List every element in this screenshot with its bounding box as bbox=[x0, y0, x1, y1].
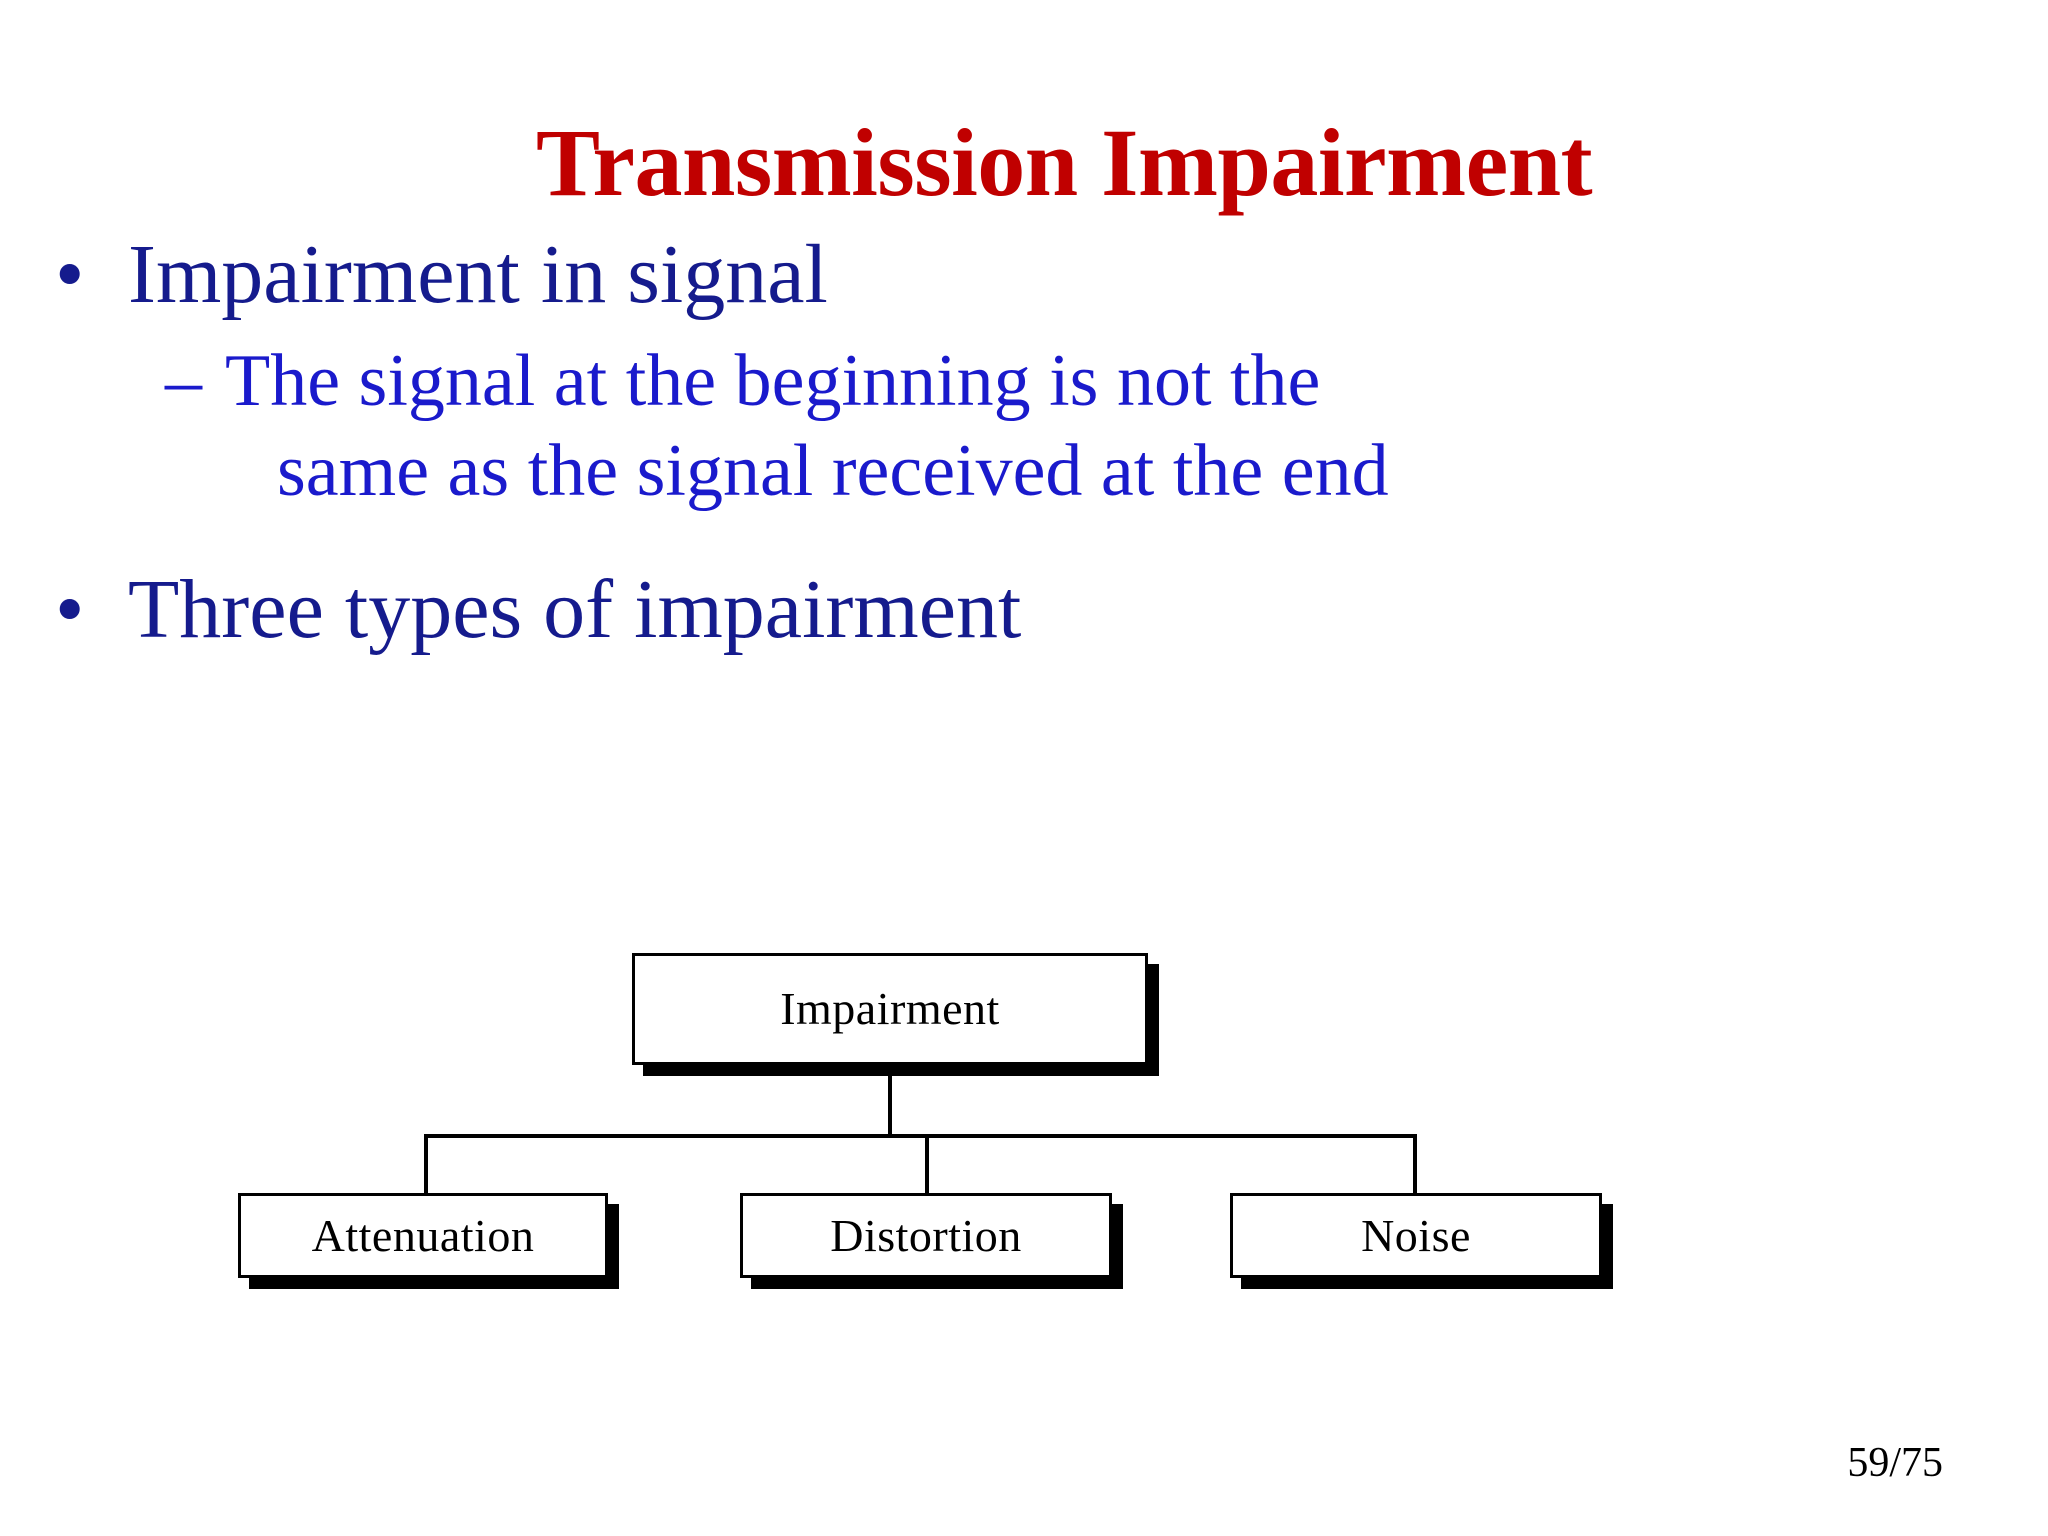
sub-bullet-label-line2: same as the signal received at the end bbox=[277, 430, 1389, 513]
sub-bullet-label-line1: The signal at the beginning is not the bbox=[225, 340, 1321, 423]
connector-drop-noise bbox=[1413, 1134, 1417, 1193]
page-title: Transmission Impairment bbox=[535, 109, 1593, 217]
bullet-item-impairment-in-signal: • Impairment in signal bbox=[0, 228, 2048, 322]
diagram-node-label: Impairment bbox=[780, 983, 1000, 1034]
connector-root-trunk bbox=[888, 1065, 892, 1136]
slide-body: • Impairment in signal – The signal at t… bbox=[0, 228, 2048, 663]
bullet-label: Three types of impairment bbox=[128, 562, 1022, 656]
diagram-node-label: Noise bbox=[1361, 1209, 1471, 1261]
diagram-node-label: Distortion bbox=[830, 1209, 1022, 1261]
diagram-node-attenuation: Attenuation bbox=[238, 1193, 608, 1278]
dash-marker-icon: – bbox=[165, 340, 202, 423]
diagram-node-distortion: Distortion bbox=[740, 1193, 1112, 1278]
sub-bullet-item-signal-difference: – The signal at the beginning is not the… bbox=[0, 336, 1860, 517]
page-number: 59/75 bbox=[1847, 1440, 1943, 1486]
bullet-marker-icon: • bbox=[55, 562, 85, 656]
bullet-label: Impairment in signal bbox=[128, 228, 828, 321]
bullet-item-three-types: • Three types of impairment bbox=[0, 563, 2048, 657]
body-spacer bbox=[0, 517, 2048, 563]
connector-drop-attenuation bbox=[424, 1134, 428, 1193]
bullet-marker-icon: • bbox=[55, 228, 85, 321]
diagram-node-noise: Noise bbox=[1230, 1193, 1602, 1278]
diagram-node-label: Attenuation bbox=[311, 1209, 535, 1261]
connector-horizontal-bus bbox=[424, 1134, 1417, 1138]
connector-drop-distortion bbox=[925, 1134, 929, 1193]
diagram-node-impairment: Impairment bbox=[632, 953, 1148, 1065]
